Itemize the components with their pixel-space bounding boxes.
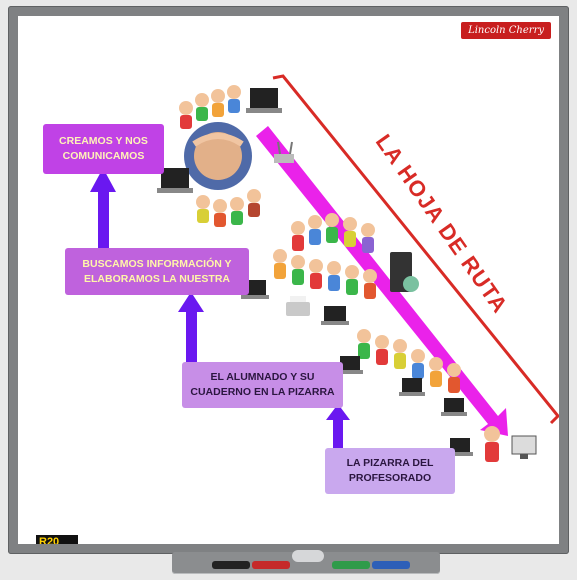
laptop-icon — [441, 398, 467, 416]
diagram-canvas — [90, 74, 559, 462]
arrow-step2-to-step1 — [90, 168, 116, 248]
brand-logo: Lincoln Cherry — [461, 22, 551, 39]
router-icon — [274, 141, 294, 163]
laptop-icon — [157, 168, 193, 193]
people-group-icon — [179, 85, 261, 227]
laptop-icon — [241, 280, 269, 299]
step-teacher-board: LA PIZARRA DEL PROFESORADO — [325, 448, 455, 494]
tray-knob[interactable] — [292, 550, 324, 562]
desktop-monitor-icon — [511, 435, 537, 459]
laptop-icon — [321, 306, 349, 325]
whiteboard-surface: Lincoln Cherry — [18, 16, 559, 544]
people-group-icon — [273, 213, 377, 299]
green-pen[interactable] — [332, 561, 370, 569]
step-students-notebook: EL ALUMNADO Y SU CUADERNO EN LA PIZARRA — [182, 362, 343, 408]
step-search-information: BUSCAMOS INFORMACIÓN Y ELABORAMOS LA NUE… — [65, 248, 249, 295]
step-create-communicate: CREAMOS Y NOS COMUNICAMOS — [43, 124, 164, 174]
blue-pen[interactable] — [372, 561, 410, 569]
route-bracket — [272, 74, 559, 425]
red-pen[interactable] — [252, 561, 290, 569]
laptop-icon — [447, 438, 473, 456]
black-pen[interactable] — [212, 561, 250, 569]
teacher-icon — [484, 426, 500, 462]
laptop-icon — [399, 378, 425, 396]
people-group-icon — [357, 329, 461, 393]
whiteboard-frame: Lincoln Cherry — [8, 6, 569, 554]
laptop-icon — [337, 356, 363, 374]
r20-logo: R20 — [36, 535, 78, 544]
pen-tray — [172, 550, 440, 574]
arrow-step3-to-step2 — [178, 292, 204, 362]
arrow-step4-to-step3 — [326, 404, 350, 448]
laptop-icon — [246, 88, 282, 113]
printer-icon — [286, 296, 310, 316]
route-arrow — [256, 126, 508, 436]
computer-tower-icon — [390, 252, 419, 292]
globe-hands-icon — [184, 122, 252, 190]
